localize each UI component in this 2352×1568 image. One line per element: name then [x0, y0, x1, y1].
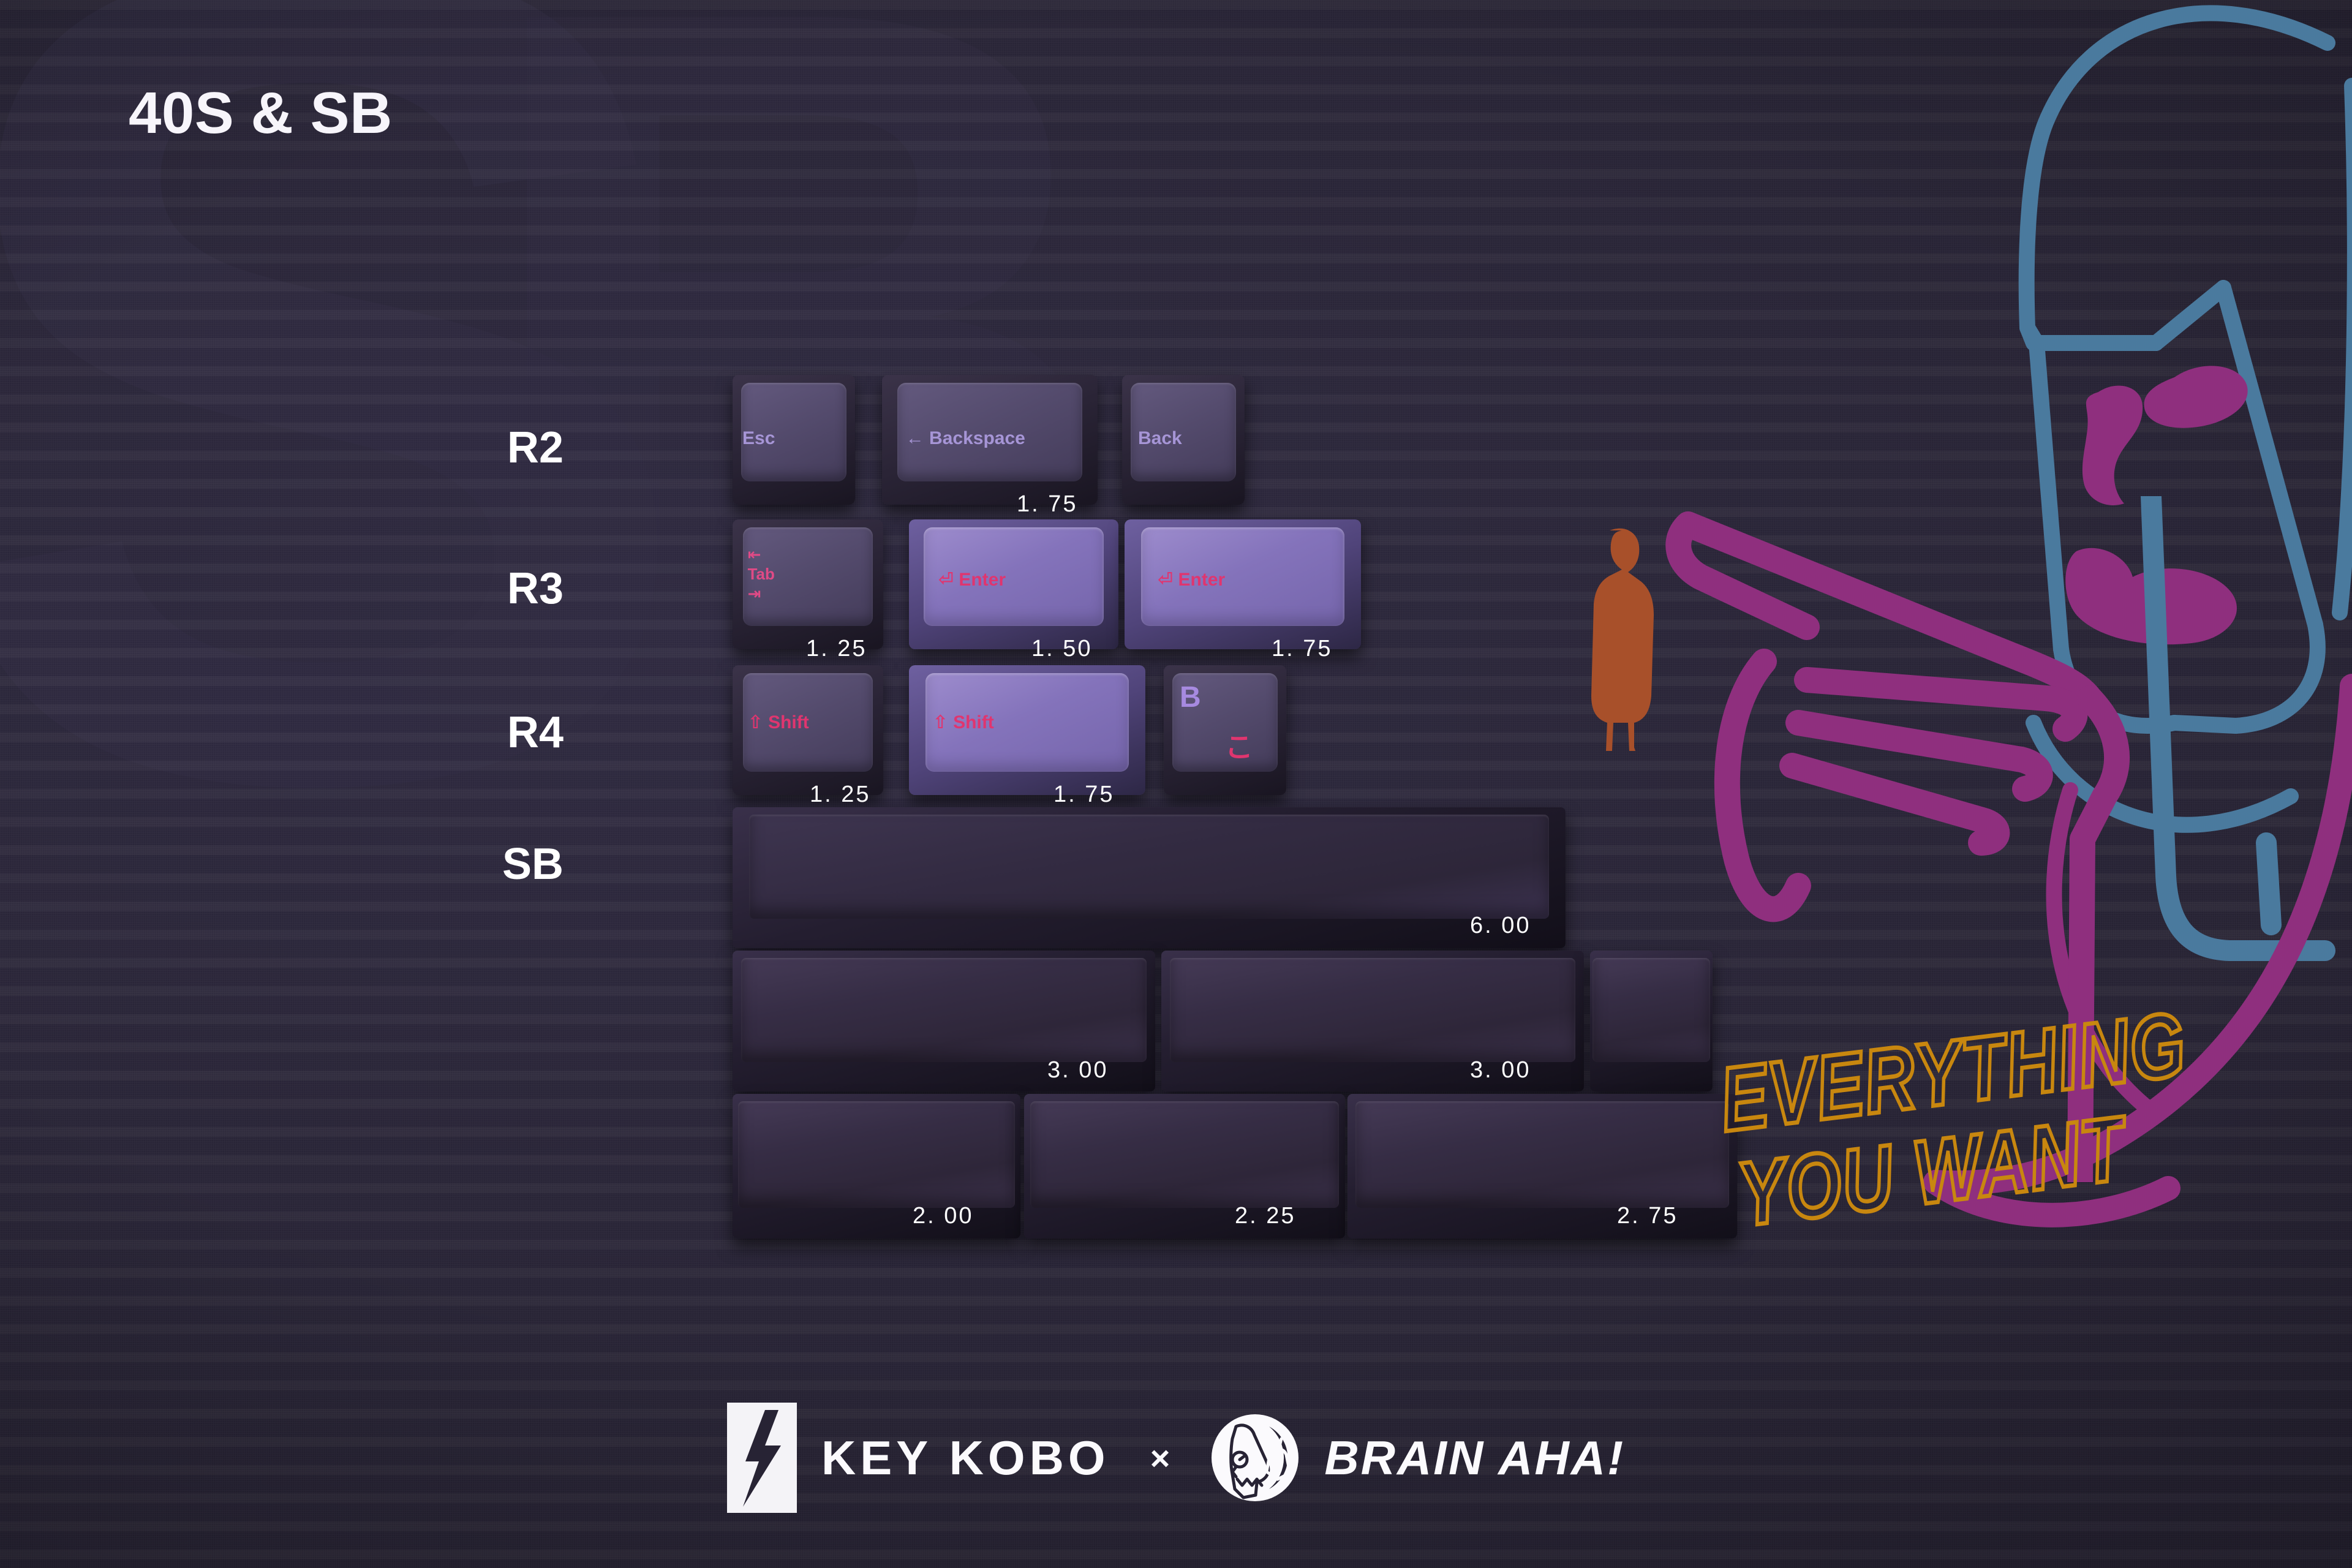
collab-cross-icon: ×	[1150, 1438, 1170, 1477]
keycap-esc[interactable]: Esc	[733, 375, 855, 505]
unit-width-backspace: 1. 75	[1017, 491, 1078, 517]
keycap-tab[interactable]: ⇤ Tab ⇥	[733, 519, 883, 649]
keycap-spacebar-extra[interactable]	[1590, 951, 1713, 1091]
keycap-top	[1355, 1101, 1730, 1208]
keycap-top	[743, 673, 873, 772]
row-label-sb: SB	[502, 840, 564, 889]
keycap-back[interactable]: Back	[1122, 375, 1245, 505]
keycap-b-ko[interactable]: B こ	[1164, 665, 1286, 795]
brain-aha-wordmark: BRAIN AHA!	[1324, 1430, 1626, 1485]
unit-width-spacebar-300-right: 3. 00	[1470, 1057, 1531, 1083]
unit-width-tab: 1. 25	[806, 636, 867, 662]
keycap-top	[1169, 957, 1576, 1062]
key-kobo-wordmark: KEY KOBO	[821, 1430, 1110, 1485]
row-label-r3: R3	[507, 564, 564, 613]
keycap-spacebar-275[interactable]	[1348, 1094, 1737, 1238]
ghost-letter-s: S	[0, 0, 703, 956]
page-title: 40S & SB	[129, 80, 393, 146]
keycap-enter-150[interactable]: ⏎ Enter	[909, 519, 1118, 649]
keycap-top	[743, 527, 873, 626]
keycap-top	[897, 382, 1083, 481]
row-label-r4: R4	[507, 708, 564, 757]
key-kobo-logo-icon	[726, 1403, 797, 1513]
keycap-top	[1593, 957, 1710, 1062]
unit-width-enter-175: 1. 75	[1272, 636, 1333, 662]
keycap-spacebar-300-right[interactable]	[1161, 951, 1584, 1091]
keycap-enter-175[interactable]: ⏎ Enter	[1125, 519, 1361, 649]
keycap-top	[741, 382, 846, 481]
footer-branding: KEY KOBO × BRAIN AHA!	[0, 1403, 2352, 1513]
row-label-r2: R2	[507, 423, 564, 472]
keycap-top	[1131, 382, 1236, 481]
unit-width-shift-175: 1. 75	[1054, 782, 1115, 807]
keycap-top	[1030, 1101, 1339, 1208]
unit-width-spacebar-200: 2. 00	[913, 1203, 974, 1229]
keycap-top	[749, 814, 1549, 919]
keycap-top	[738, 1101, 1015, 1208]
keycap-backspace[interactable]: ← Backspace	[882, 375, 1098, 505]
unit-width-spacebar-225: 2. 25	[1235, 1203, 1296, 1229]
keycap-shift-175[interactable]: ⇧ Shift	[909, 665, 1145, 795]
keycap-spacebar-200[interactable]	[733, 1094, 1020, 1238]
keycap-spacebar-225[interactable]	[1024, 1094, 1345, 1238]
unit-width-spacebar-275: 2. 75	[1617, 1203, 1678, 1229]
keycap-top	[1141, 527, 1344, 626]
brain-aha-logo-icon	[1210, 1413, 1300, 1502]
keycap-spacebar-600[interactable]	[733, 807, 1566, 948]
keycap-top	[1172, 673, 1278, 772]
keycap-top	[923, 527, 1104, 626]
keycap-top	[741, 957, 1147, 1062]
keycap-spacebar-300-left[interactable]	[733, 951, 1155, 1091]
unit-width-spacebar-600: 6. 00	[1470, 913, 1531, 938]
keycap-top	[925, 673, 1129, 772]
unit-width-enter-150: 1. 50	[1031, 636, 1093, 662]
unit-width-spacebar-300-left: 3. 00	[1047, 1057, 1109, 1083]
unit-width-shift-125: 1. 25	[810, 782, 871, 807]
keycap-shift-125[interactable]: ⇧ Shift	[733, 665, 883, 795]
